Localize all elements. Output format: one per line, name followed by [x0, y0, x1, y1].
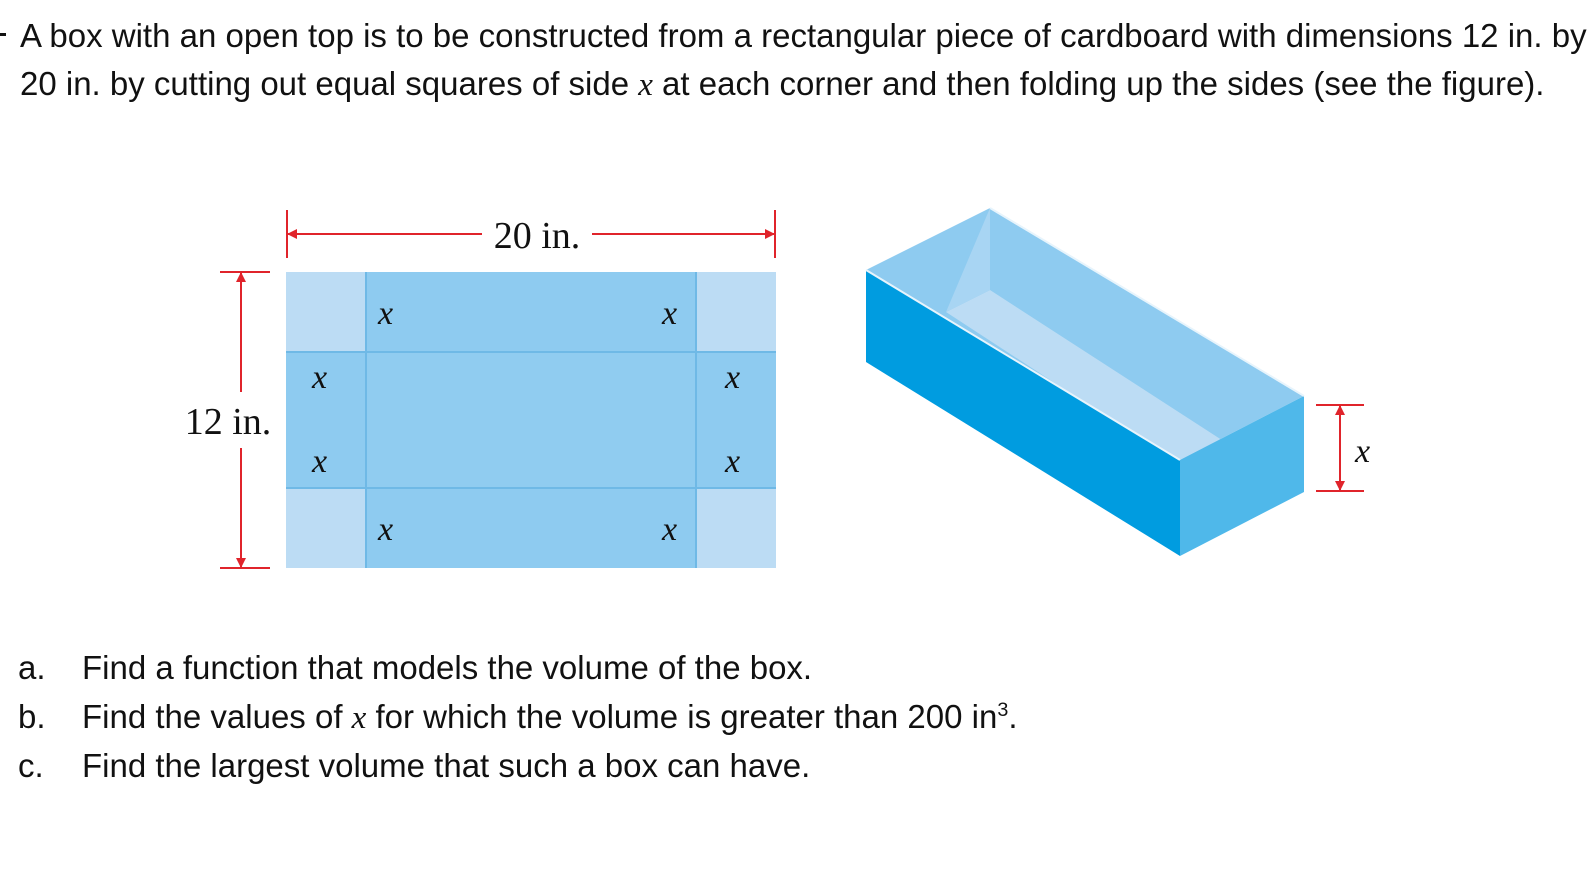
- width-dimension: 20 in.: [286, 210, 776, 258]
- fold-lines: [286, 272, 776, 568]
- box-base-panel: [366, 352, 696, 488]
- open-box-3d: [865, 207, 1305, 556]
- question-text: Find the largest volume that such a box …: [82, 747, 811, 784]
- x-label: x: [724, 359, 740, 396]
- corner-square-bottom-right: [696, 488, 776, 568]
- question-letter: a.: [18, 649, 46, 686]
- width-label: 20 in.: [494, 215, 581, 257]
- x-label: x: [311, 359, 327, 396]
- box-inside-floor: [946, 290, 1228, 466]
- problem-statement: A box with an open top is to be construc…: [20, 12, 1588, 109]
- x-label: x: [724, 443, 740, 480]
- question-item: c. Find the largest volume that such a bo…: [18, 742, 1018, 791]
- corner-square-bottom-left: [286, 488, 366, 568]
- height-dimension: 12 in.: [185, 271, 272, 569]
- box-top-edge: [865, 269, 1181, 461]
- box-back-edge: [989, 207, 1305, 397]
- box-figure: x x x x x x x x 20 in. 12 in.: [185, 207, 1370, 569]
- box-front-face: [866, 270, 1180, 556]
- question-text: Find the values of x for which the volum…: [82, 698, 1018, 736]
- corner-square-top-left: [286, 272, 366, 352]
- height-label: 12 in.: [185, 401, 272, 443]
- question-letter: b.: [18, 698, 46, 735]
- x-label: x: [311, 443, 327, 480]
- x-label: x: [661, 511, 677, 548]
- question-item: b. Find the values of x for which the vol…: [18, 693, 1018, 742]
- margin-mark: [0, 33, 6, 36]
- x-label: x: [377, 511, 393, 548]
- question-item: a. Find a function that models the volume…: [18, 644, 1018, 693]
- question-text: Find a function that models the volume o…: [82, 649, 813, 686]
- x-label: x: [377, 295, 393, 332]
- flat-cardboard: x x x x x x x x: [286, 272, 776, 568]
- problem-variable-x: x: [638, 67, 653, 103]
- box-side-face: [1180, 396, 1304, 556]
- box-height-x-label: x: [1354, 433, 1370, 470]
- x-label: x: [661, 295, 677, 332]
- problem-text-part-1: A box with an open top is to be construc…: [20, 17, 1587, 102]
- question-letter: c.: [18, 747, 44, 784]
- box-inside-wall: [946, 208, 990, 312]
- box-height-dimension: x: [1316, 404, 1370, 492]
- problem-text-part-2: at each corner and then folding up the s…: [652, 65, 1545, 102]
- question-list: a. Find a function that models the volume…: [18, 644, 1018, 791]
- side-x-labels: x x x x x x x x: [311, 295, 740, 548]
- corner-square-top-right: [696, 272, 776, 352]
